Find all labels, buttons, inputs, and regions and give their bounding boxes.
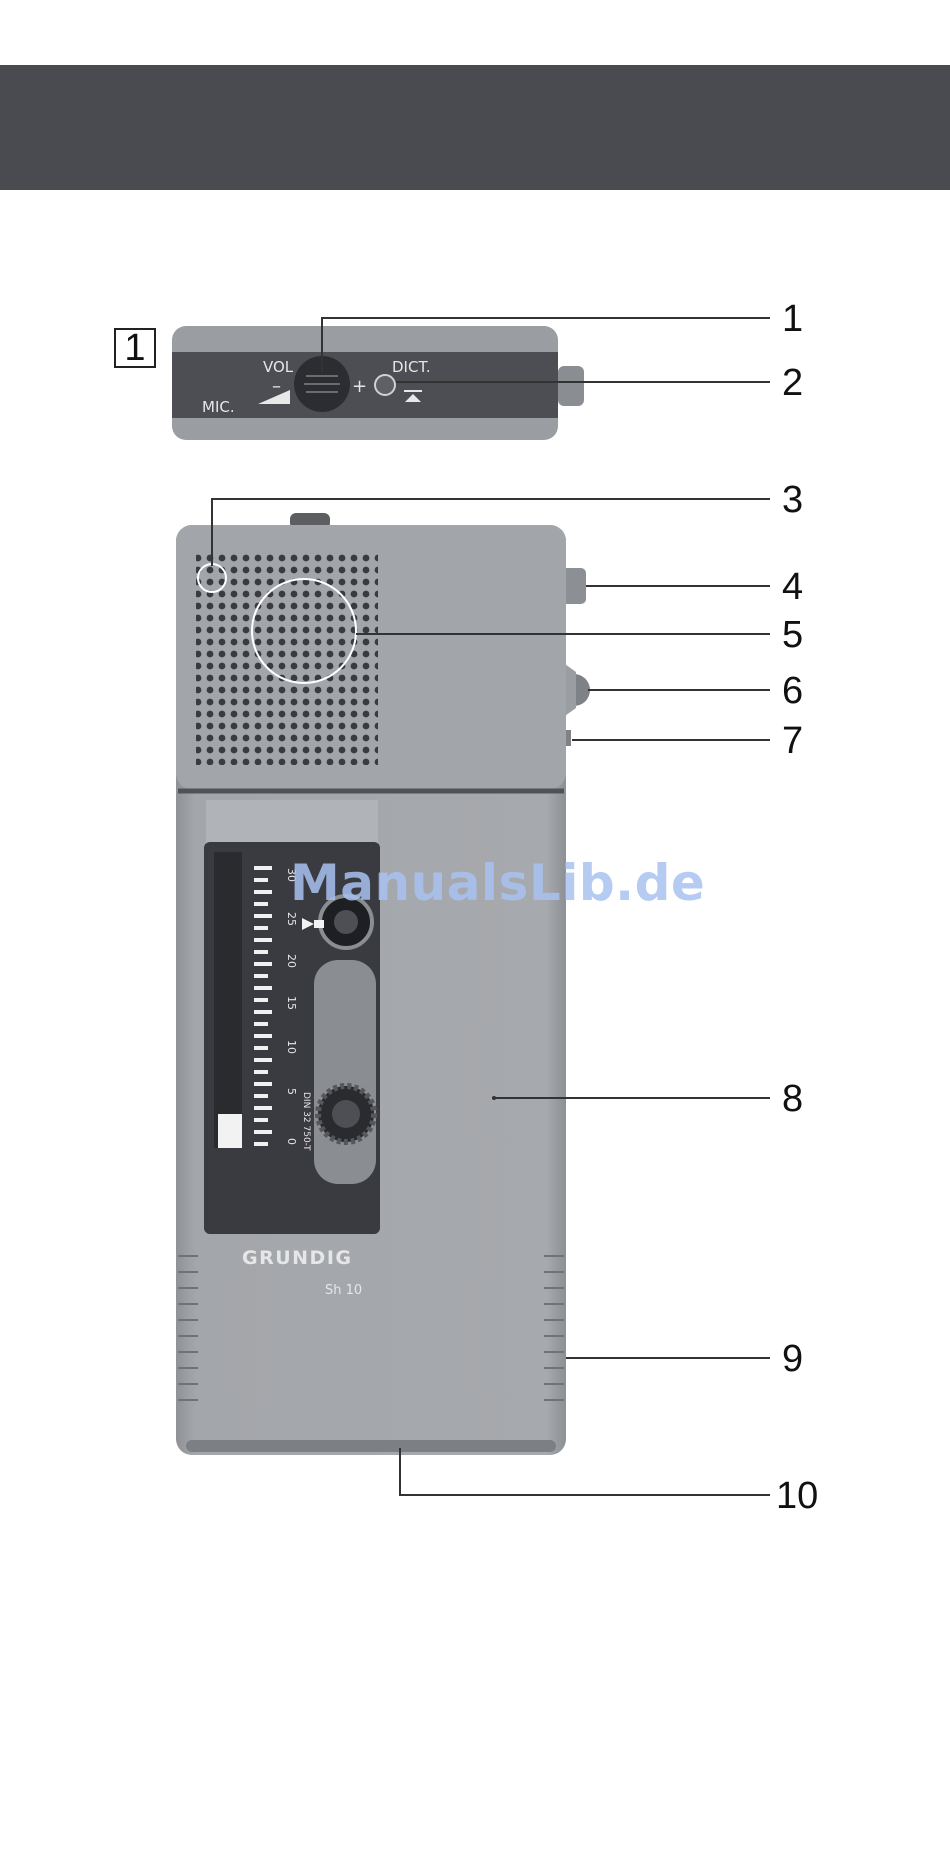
scale-tick-label: 15 [285,996,298,1010]
scale-tick-label: 0 [285,1138,298,1145]
callout-number: 8 [782,1078,803,1120]
callout-number: 9 [782,1338,803,1380]
callout-number: 1 [782,298,803,340]
callout-number: 10 [776,1475,818,1517]
vol-plus-label: + [352,376,367,397]
dict-button [375,375,395,395]
scale-tick-label: 20 [285,954,298,968]
device-front-view: 0 5 10 15 20 25 30 DIN 32 750-T GRUNDIG … [176,513,590,1455]
callout-number: 2 [782,362,803,404]
mic-label: MIC. [202,398,235,416]
scale-tick-label: 10 [285,1040,298,1054]
top-view-side-button [558,366,584,406]
brand-logo: GRUNDIG [242,1247,353,1269]
tape-indicator [218,1114,242,1148]
bottom-edge [186,1440,556,1452]
callout-number: 4 [782,566,803,608]
vol-label: VOL [263,358,294,376]
leader-10 [400,1448,770,1495]
vol-minus-label: – [272,376,281,397]
callout-number: 3 [782,479,803,521]
callout-number: 6 [782,670,803,712]
dict-label: DICT. [392,358,431,376]
model-label: Sh 10 [325,1283,362,1298]
callout-number: 5 [782,614,803,656]
tape-pack [314,960,376,1184]
callout-number: 7 [782,720,803,762]
watermark: ManualsLib.de [290,854,705,912]
scale-tick-label: 25 [285,912,298,926]
din-label: DIN 32 750-T [301,1092,311,1151]
scale-tick-label: 5 [285,1088,298,1095]
